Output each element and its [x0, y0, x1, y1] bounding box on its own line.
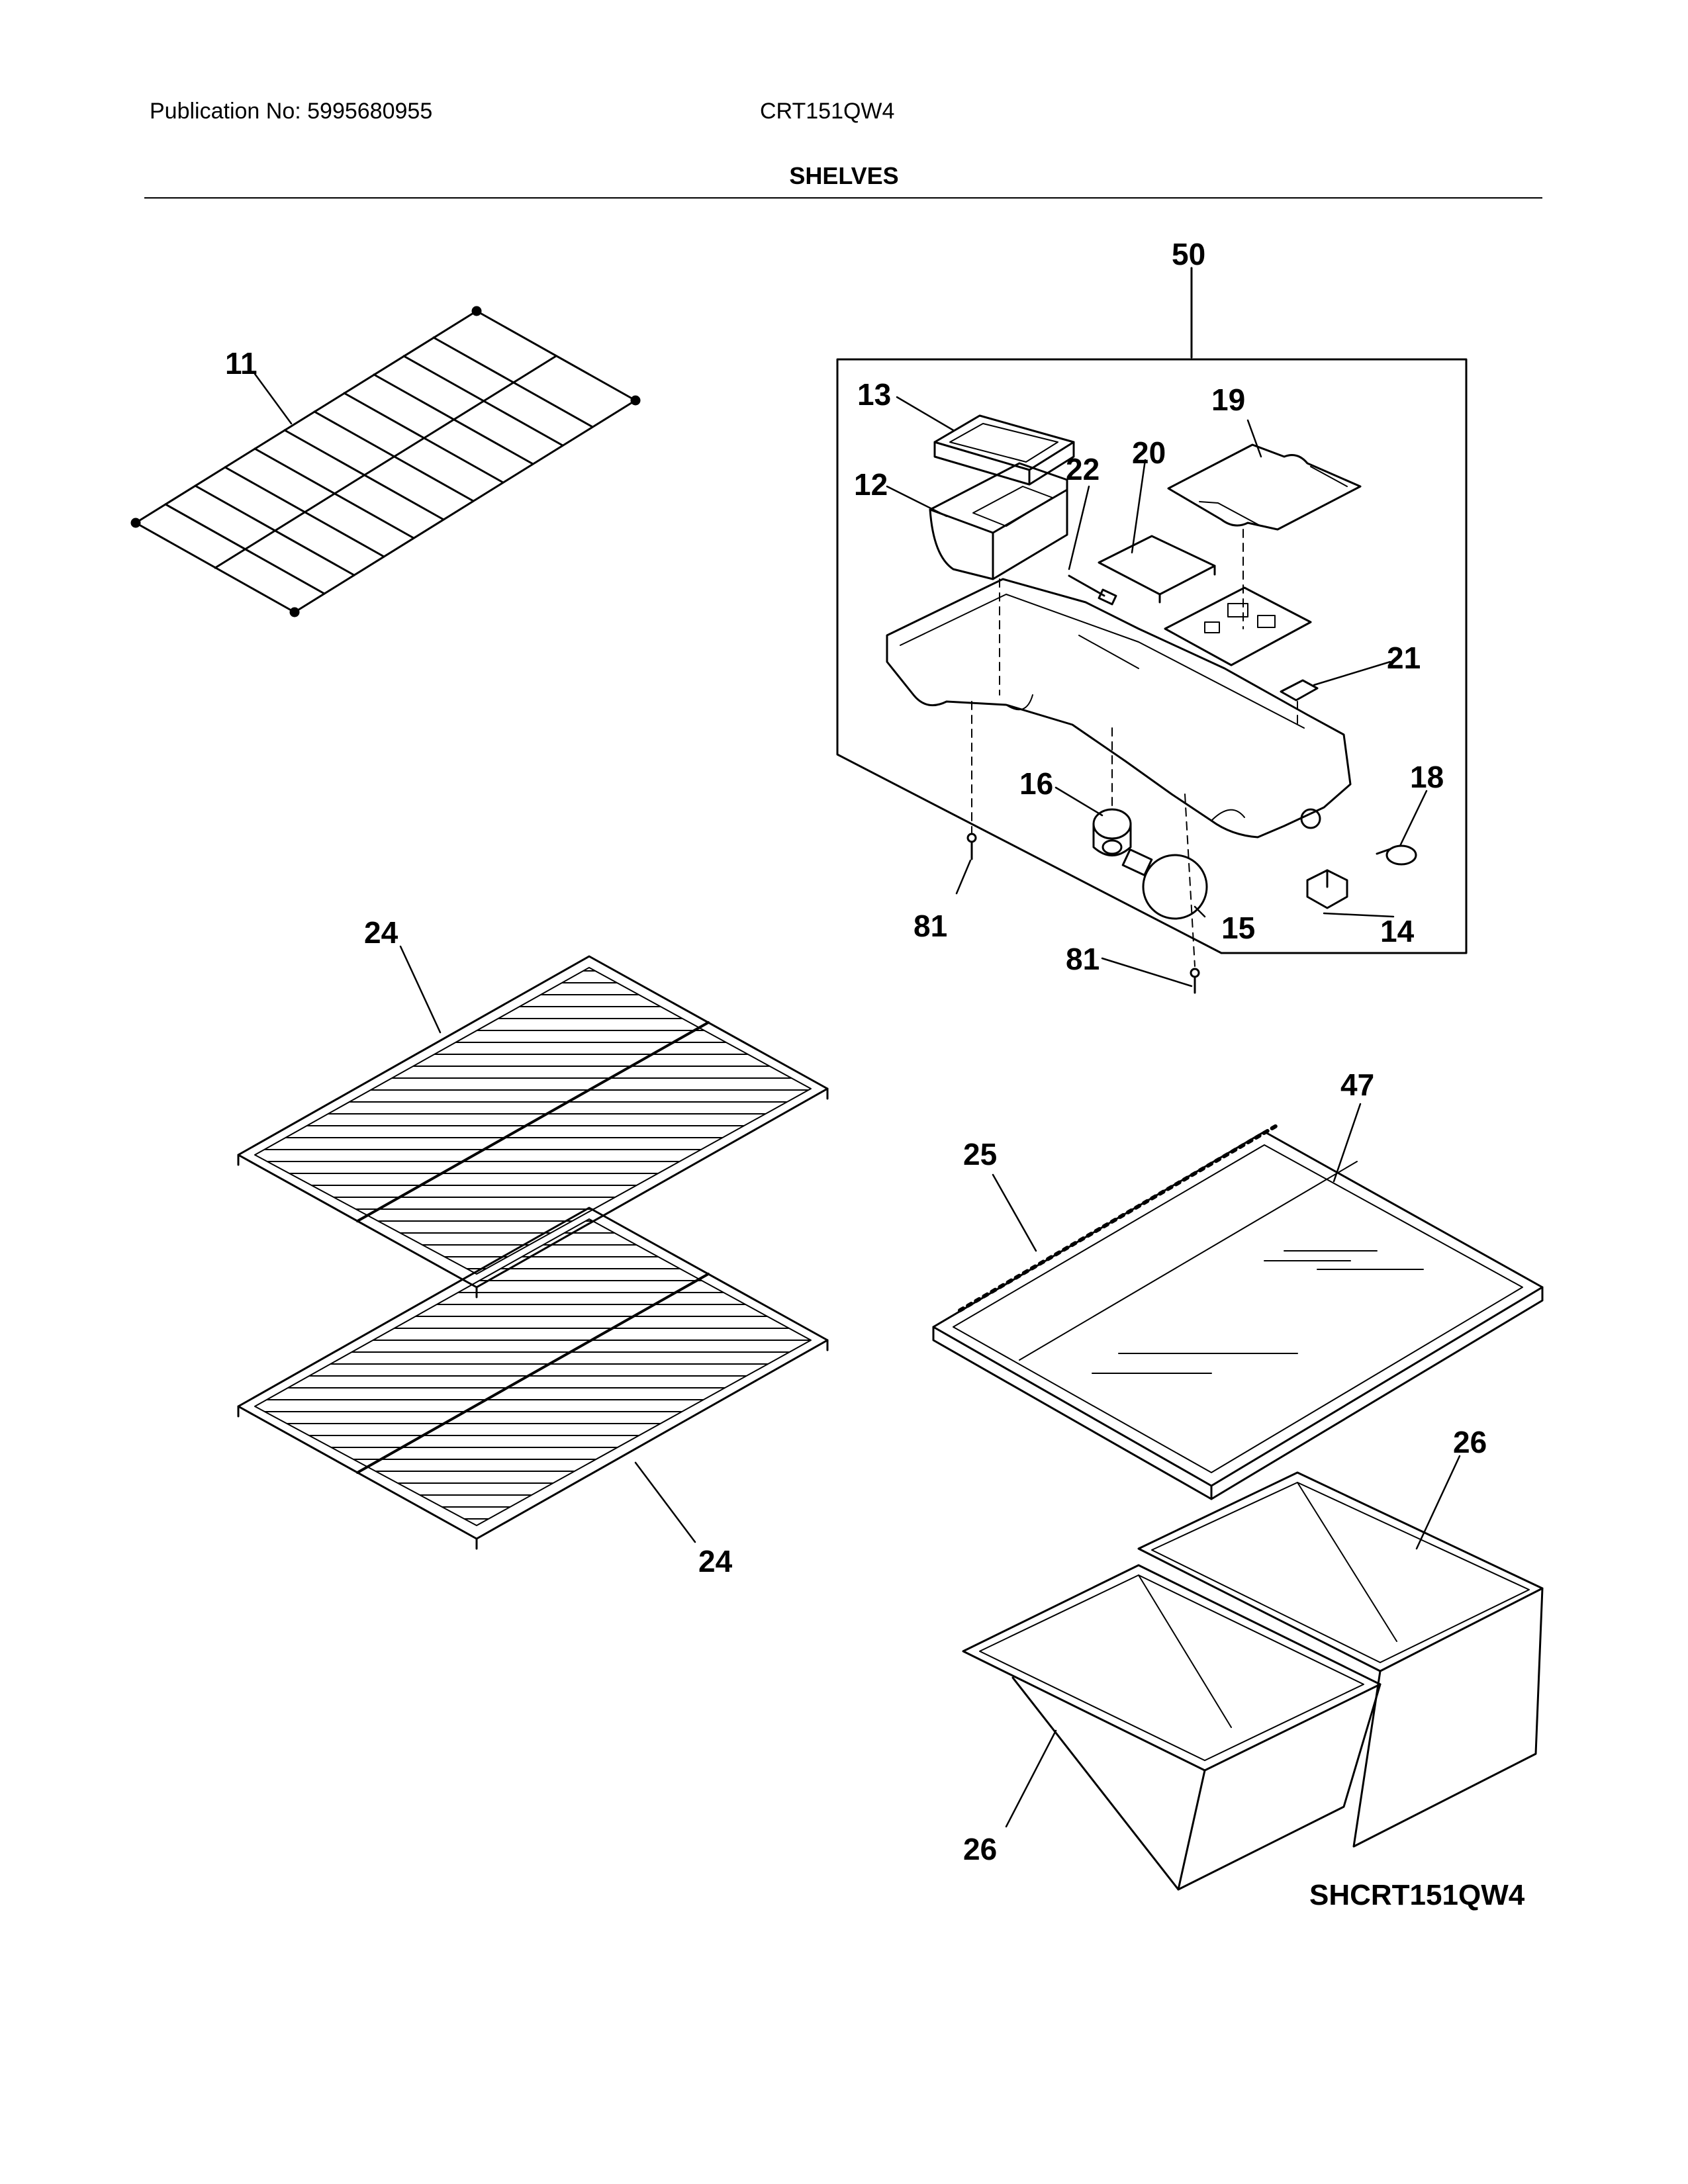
callout-26-right: 26 — [1453, 1425, 1487, 1459]
screw-81-a — [966, 833, 977, 860]
control-board — [1164, 586, 1312, 666]
shield-19 — [1167, 443, 1362, 531]
callout-50: 50 — [1172, 237, 1205, 271]
callout-47: 47 — [1340, 1068, 1374, 1102]
callout-20: 20 — [1132, 435, 1166, 470]
callout-11: 11 — [225, 346, 258, 381]
callout-24-upper: 24 — [364, 915, 399, 950]
relay-21 — [1280, 679, 1319, 702]
screw-81-b — [1190, 968, 1200, 994]
callout-14: 14 — [1380, 914, 1415, 948]
light-switch-14 — [1306, 869, 1348, 909]
light-bulb-15 — [1121, 848, 1208, 920]
filter-housing-12 — [929, 462, 1068, 580]
lamp-socket-16 — [1092, 808, 1132, 856]
callout-25: 25 — [963, 1137, 997, 1171]
header-divider — [144, 197, 1542, 199]
knob-18 — [1376, 844, 1417, 866]
light-housing — [886, 578, 1352, 839]
callout-12: 12 — [854, 467, 888, 502]
callout-81-b: 81 — [1066, 942, 1100, 976]
page-title: SHELVES — [789, 162, 899, 189]
crisper-drawer-26-right — [1137, 1471, 1544, 1848]
callout-18: 18 — [1410, 760, 1444, 794]
callout-15: 15 — [1221, 911, 1255, 945]
wire-shelf-24-upper — [237, 955, 829, 1298]
callout-labels: 11 50 13 19 12 22 20 21 16 18 81 15 14 8… — [225, 237, 1487, 1866]
board-cover-20 — [1098, 535, 1216, 604]
callout-22: 22 — [1066, 452, 1100, 486]
callout-21: 21 — [1387, 641, 1421, 675]
callout-16: 16 — [1019, 766, 1053, 801]
model-number: CRT151QW4 — [760, 99, 895, 124]
leader-lines — [254, 373, 1461, 1828]
wire-shelf-24-lower — [237, 1206, 829, 1550]
glass-insert-47 — [1092, 1250, 1424, 1374]
callout-19: 19 — [1211, 383, 1245, 417]
callout-13: 13 — [857, 377, 891, 412]
light-housing-assembly-frame — [836, 267, 1468, 954]
wire-shelf-11 — [130, 306, 641, 617]
callout-81-a: 81 — [914, 909, 947, 943]
diagram-code: SHCRT151QW4 — [1309, 1879, 1525, 1911]
assembly-guide-lines — [971, 529, 1298, 967]
callout-24-lower: 24 — [698, 1544, 733, 1578]
crisper-cover-25 — [932, 1123, 1544, 1500]
publication-number: Publication No: 5995680955 — [150, 99, 433, 124]
thermistor-22 — [1068, 574, 1117, 606]
filter-cover-13 — [933, 414, 1075, 486]
callout-26-left: 26 — [963, 1832, 997, 1866]
crisper-drawer-26-left — [962, 1564, 1382, 1891]
